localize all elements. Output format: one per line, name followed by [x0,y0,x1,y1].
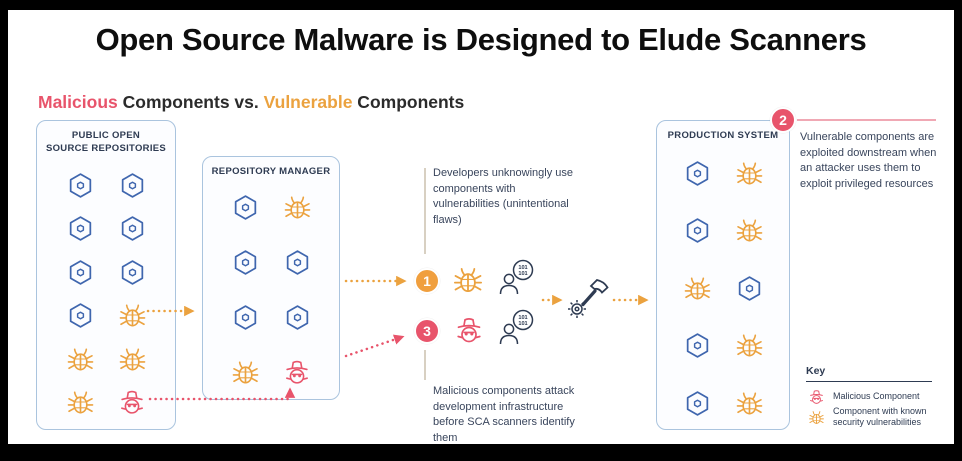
vulnerable-bug-icon [60,385,100,421]
vulnerable-bug-icon [112,298,152,334]
vulnerable-bug-icon [677,270,717,306]
production-system-box: PRODUCTION SYSTEM [656,120,790,430]
icon-row [657,385,789,421]
key-divider [806,381,932,382]
public-repositories-title: PUBLIC OPEN SOURCE REPOSITORIES [45,130,167,154]
step1-text: Developers unknowingly use components wi… [433,167,574,226]
component-hexagon-icon [225,189,265,225]
component-hexagon-icon [677,328,717,364]
key-item-vulnerable: Component with known security vulnerabil… [804,406,937,429]
vulnerable-bug-icon [729,385,769,421]
icon-row [657,328,789,364]
step3-text: Malicious components attack development … [433,385,575,444]
component-hexagon-icon [225,244,265,280]
step2-badge: 2 [770,107,796,133]
repositories-icon-grid [37,167,175,421]
component-hexagon-icon [277,244,317,280]
vulnerable-bug-icon [804,406,828,428]
malicious-spy-icon [277,355,317,391]
icon-row [657,155,789,191]
step3-badge: 3 [414,318,440,344]
icon-row [37,167,175,203]
subtitle-end: Components [352,92,465,112]
subtitle-mid: Components vs. [117,92,264,112]
production-icon-grid [657,155,789,421]
icon-row [37,211,175,247]
component-hexagon-icon [60,211,100,247]
component-hexagon-icon [60,298,100,334]
key-vulnerable-icon [804,406,828,428]
component-hexagon-icon [729,270,769,306]
subtitle-malicious: Malicious [38,92,118,112]
malicious-spy-icon [112,385,152,421]
component-hexagon-icon [225,300,265,336]
icon-row [203,300,339,336]
component-hexagon-icon [112,167,152,203]
subtitle-vulnerable: Vulnerable [263,92,353,112]
diagram-subtitle: Malicious Components vs. Vulnerable Comp… [38,92,464,113]
component-hexagon-icon [112,211,152,247]
vulnerable-bug-icon [60,341,100,377]
step2-connector-line [797,119,936,121]
component-hexagon-icon [112,254,152,290]
key-malicious-label: Malicious Component [833,391,920,402]
repository-manager-box: REPOSITORY MANAGER [202,156,340,400]
component-hexagon-icon [60,254,100,290]
icon-row [657,213,789,249]
production-system-title: PRODUCTION SYSTEM [667,130,779,141]
developer-icon: 101 101 [496,258,538,303]
key-vulnerable-label: Component with known security vulnerabil… [833,406,927,428]
icon-row [203,244,339,280]
vulnerable-bug-icon [729,155,769,191]
svg-text:101: 101 [518,265,527,271]
step2-text: Vulnerable components are exploited down… [800,131,937,190]
icon-row [37,254,175,290]
page-title: Open Source Malware is Designed to Elude… [95,22,867,57]
public-repositories-box: PUBLIC OPEN SOURCE REPOSITORIES [36,120,176,430]
icon-row [203,355,339,391]
key-item-malicious: Malicious Component [804,386,937,408]
icon-row [37,341,175,377]
malicious-spy-icon [452,314,486,353]
vulnerable-bug-icon [729,328,769,364]
connector-line-step3 [424,350,426,380]
attack-tools-icon [564,277,612,326]
developer-icon: 101 101 [496,308,538,353]
svg-text:101: 101 [518,271,527,277]
vulnerable-bug-icon [729,213,769,249]
svg-text:101: 101 [518,321,527,327]
icon-row [203,189,339,225]
component-hexagon-icon [677,385,717,421]
svg-text:101: 101 [518,315,527,321]
malicious-spy-icon [804,386,828,408]
icon-row [657,270,789,306]
repository-manager-title: REPOSITORY MANAGER [211,166,331,177]
connector-line-step1 [424,168,426,254]
vulnerable-bug-icon [225,355,265,391]
key-malicious-icon [804,386,828,408]
icon-row [37,385,175,421]
component-hexagon-icon [277,300,317,336]
component-hexagon-icon [677,155,717,191]
step1-badge: 1 [414,268,440,294]
vulnerable-bug-icon [450,262,486,303]
vulnerable-bug-icon [277,189,317,225]
key-title: Key [806,365,826,377]
vulnerable-bug-icon [112,341,152,377]
component-hexagon-icon [60,167,100,203]
repo-manager-icon-grid [203,189,339,391]
icon-row [37,298,175,334]
component-hexagon-icon [677,213,717,249]
